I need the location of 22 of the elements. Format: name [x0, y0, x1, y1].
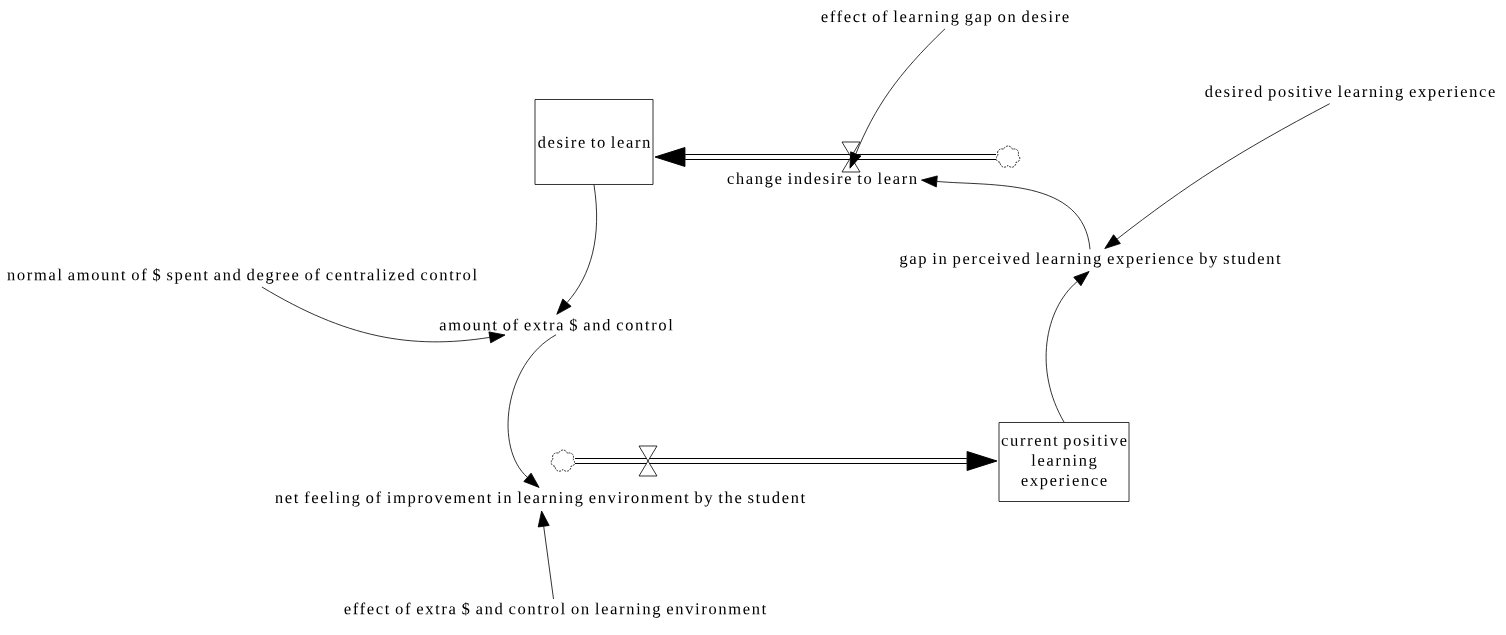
- variable-label: desired positive learning experience: [1205, 85, 1495, 101]
- variable-label: normal amount of $ spent and degree of centralized control: [7, 268, 477, 284]
- stock-box: current positive learning experience: [998, 422, 1130, 502]
- variable-label: effect of extra $ and control on learning environment: [344, 602, 767, 618]
- arrow: [261, 286, 506, 344]
- arrow: [849, 28, 946, 169]
- variable-label: change indesire to learn: [727, 172, 917, 188]
- arrow: [921, 175, 1091, 250]
- cloud-symbol: [550, 449, 576, 472]
- arrow: [507, 334, 557, 488]
- arrow: [556, 184, 597, 315]
- cloud-symbol: [995, 145, 1021, 168]
- flow-pipe: [654, 147, 997, 167]
- stock-box: desire to learn: [534, 99, 654, 185]
- variable-label: amount of extra $ and control: [439, 318, 673, 332]
- variable-label: effect of learning gap on desire: [821, 10, 1069, 26]
- arrow: [1045, 271, 1090, 423]
- variable-label: gap in perceived learning experience by student: [900, 252, 1281, 268]
- arrow: [1104, 103, 1331, 249]
- variable-label: net feeling of improvement in learning environment by the student: [275, 491, 806, 507]
- arrow: [537, 510, 554, 600]
- flow-pipe: [575, 451, 998, 471]
